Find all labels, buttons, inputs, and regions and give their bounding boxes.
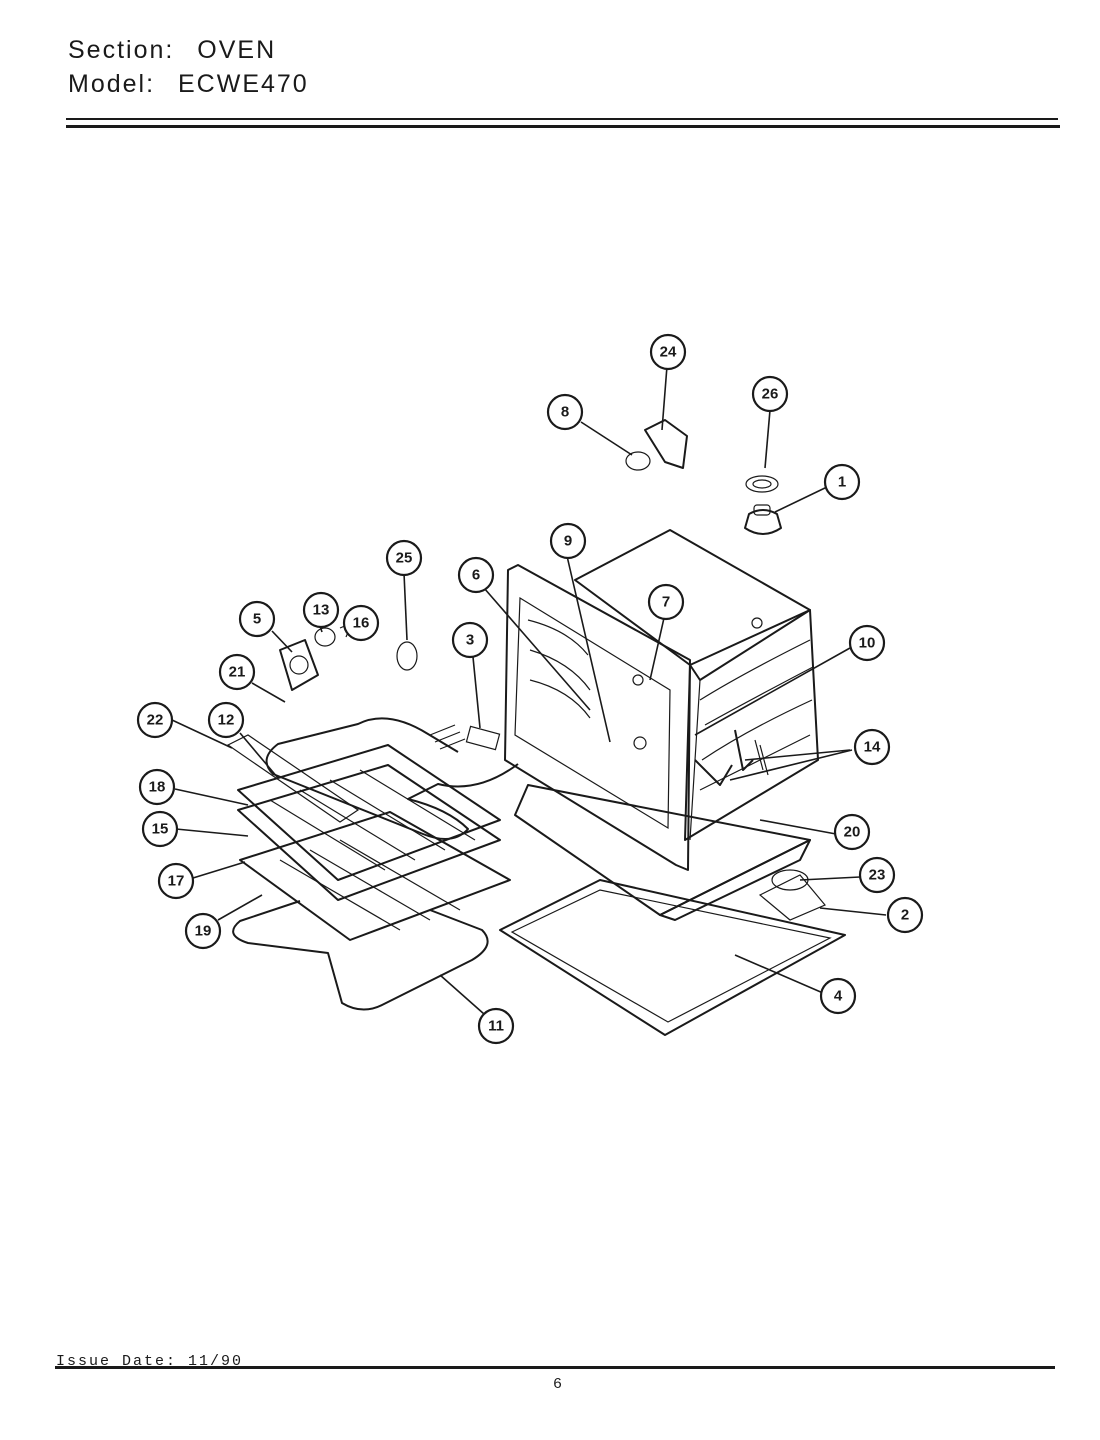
model-label: Model: [68, 70, 156, 98]
svg-text:13: 13 [313, 602, 330, 619]
svg-text:3: 3 [466, 632, 474, 649]
callout-15: 15 [141, 810, 179, 848]
callout-14: 14 [853, 728, 891, 766]
callout-5: 5 [238, 600, 276, 638]
callout-18: 18 [138, 768, 176, 806]
callout-1: 1 [823, 463, 861, 501]
oven-racks [226, 734, 511, 941]
svg-text:9: 9 [564, 533, 572, 550]
leader-lines [171, 365, 887, 1015]
svg-text:12: 12 [218, 712, 235, 729]
svg-text:10: 10 [859, 635, 876, 652]
svg-text:15: 15 [152, 821, 169, 838]
thermostat-bulb-parts [625, 419, 782, 535]
header-rule-top [66, 118, 1058, 120]
svg-text:20: 20 [844, 824, 861, 841]
bottom-bracket [758, 869, 826, 921]
model-value: ECWE470 [178, 70, 309, 98]
front-frame [504, 564, 691, 871]
callout-21: 21 [218, 653, 256, 691]
callout-25: 25 [385, 539, 423, 577]
svg-text:22: 22 [147, 712, 164, 729]
page-number: 6 [553, 1376, 565, 1393]
section-value: OVEN [197, 36, 277, 64]
svg-text:23: 23 [869, 867, 886, 884]
section-heading: Section: OVEN [68, 36, 276, 65]
bake-element [232, 900, 489, 1011]
callout-3: 3 [451, 621, 489, 659]
svg-text:2: 2 [901, 907, 909, 924]
oven-bottom-panel [499, 879, 846, 1036]
callout-24: 24 [649, 333, 687, 371]
callout-8: 8 [546, 393, 584, 431]
section-label: Section: [68, 36, 175, 64]
callout-9: 9 [549, 522, 587, 560]
callout-11: 11 [477, 1007, 515, 1045]
svg-text:26: 26 [762, 386, 779, 403]
callout-19: 19 [184, 912, 222, 950]
door-hinges [694, 729, 769, 786]
callout-13: 13 [302, 591, 340, 629]
footer-rule [55, 1366, 1055, 1369]
svg-text:11: 11 [488, 1018, 504, 1035]
oven-cavity [574, 529, 819, 841]
callout-22: 22 [136, 701, 174, 739]
issue-date: Issue Date: 11/90 [56, 1353, 244, 1370]
svg-text:19: 19 [195, 923, 212, 940]
svg-text:17: 17 [168, 873, 185, 890]
svg-text:1: 1 [838, 474, 846, 491]
svg-text:8: 8 [561, 404, 569, 421]
callout-12: 12 [207, 701, 245, 739]
callout-17: 17 [157, 862, 195, 900]
callout-7: 7 [647, 583, 685, 621]
callout-6: 6 [457, 556, 495, 594]
svg-text:4: 4 [834, 988, 843, 1005]
svg-text:24: 24 [660, 344, 677, 361]
svg-text:5: 5 [253, 611, 261, 628]
svg-text:18: 18 [149, 779, 166, 796]
svg-text:6: 6 [472, 567, 480, 584]
callout-16: 16 [342, 604, 380, 642]
header-rule-bottom [66, 125, 1060, 128]
callout-10: 10 [848, 624, 886, 662]
callout-2: 2 [886, 896, 924, 934]
callout-26: 26 [751, 375, 789, 413]
svg-text:7: 7 [662, 594, 670, 611]
svg-text:14: 14 [864, 739, 881, 756]
callout-4: 4 [819, 977, 857, 1015]
svg-text:21: 21 [229, 664, 246, 681]
svg-text:25: 25 [396, 550, 413, 567]
model-heading: Model: ECWE470 [68, 70, 309, 99]
callout-20: 20 [833, 813, 871, 851]
svg-text:16: 16 [353, 615, 370, 632]
callout-23: 23 [858, 856, 896, 894]
